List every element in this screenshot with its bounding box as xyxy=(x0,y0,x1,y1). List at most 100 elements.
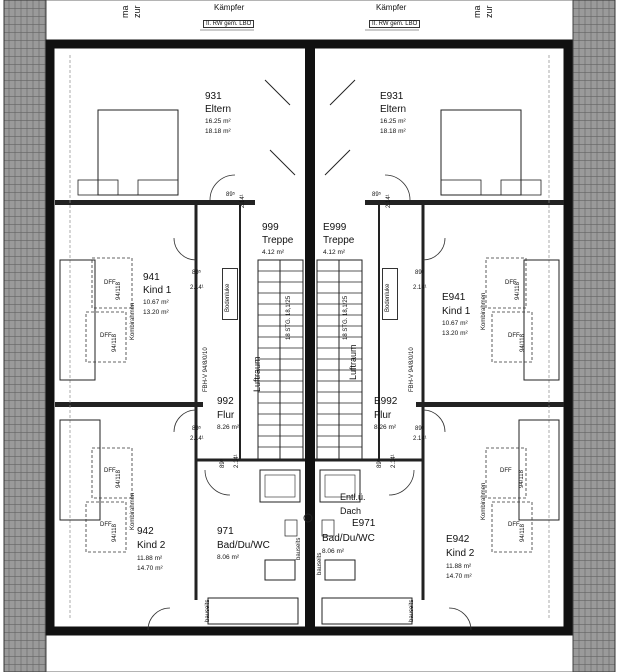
top-right-fragment: ma xyxy=(472,5,482,18)
kombirahmen-label: Kombirahmen xyxy=(130,492,136,530)
dff-label: DFF xyxy=(500,468,512,474)
room-area: 8.06 m² xyxy=(322,548,345,555)
kombirahmen-label: Kombirahmen xyxy=(130,302,136,340)
dff-size: 94/118 xyxy=(519,470,525,488)
dff-label: DFF xyxy=(104,280,116,286)
room-area: 10.67 m² xyxy=(143,299,169,306)
vent-label-line2: Dach xyxy=(340,506,362,516)
room-name: Bad/Du/WC xyxy=(217,540,270,551)
room-area: 16.25 m² xyxy=(380,118,406,125)
room-name: Treppe xyxy=(262,235,294,246)
room-id: E941 xyxy=(442,292,466,303)
kombirahmen-label: Kombirahmen xyxy=(481,292,487,330)
dim-214-d: 2.14¹ xyxy=(413,285,427,291)
room-area: 11.88 m² xyxy=(137,555,163,562)
dff-label: DFF xyxy=(100,522,112,528)
dim-214-c: 2.14¹ xyxy=(190,285,204,291)
dim-214-a: 2.14¹ xyxy=(240,194,246,208)
room-name: Kind 2 xyxy=(446,548,475,559)
dim-214-b: 2.14¹ xyxy=(386,194,392,208)
dff-size: 94/118 xyxy=(112,524,118,542)
dff-size: 94/118 xyxy=(520,524,526,542)
rw-label-left: II. RW gem. LBO xyxy=(203,20,255,28)
kombirahmen-label: Kombirahmen xyxy=(481,482,487,520)
room-name: Treppe xyxy=(323,235,355,246)
dff-size: 94/118 xyxy=(515,282,521,300)
dim-89-b: 89⁵ xyxy=(372,192,382,198)
roof-slope-right xyxy=(572,0,616,672)
room-area-gross: 18.18 m² xyxy=(205,128,231,135)
bauseits-label: bauseits xyxy=(296,537,302,560)
room-name: Kind 1 xyxy=(442,306,471,317)
room-id: E971 xyxy=(352,518,376,529)
room-area-gross: 13.20 m² xyxy=(143,309,169,316)
dff-size: 94/118 xyxy=(116,282,122,300)
dim-214-h: 2.14¹ xyxy=(391,454,397,468)
attic-hatch-right xyxy=(382,268,398,320)
dff-label: DFF xyxy=(508,333,520,339)
room-area-gross: 14.70 m² xyxy=(446,573,472,580)
dim-89-d: 89⁵ xyxy=(415,270,425,276)
room-area: 4.12 m² xyxy=(323,249,346,256)
room-name: Kind 2 xyxy=(137,540,166,551)
room-id: E999 xyxy=(323,222,347,233)
bauseits-label: bauseits xyxy=(317,552,323,575)
dim-89-a: 89⁵ xyxy=(226,192,236,198)
dff-size: 94/118 xyxy=(116,470,122,488)
stair-label-right: 18 STG. 18,1/25 xyxy=(343,295,349,340)
room-area: 11.88 m² xyxy=(446,563,472,570)
room-area: 4.12 m² xyxy=(262,249,285,256)
attic-hatch-label-left: Bodenluke xyxy=(225,283,231,312)
room-area-gross: 13.20 m² xyxy=(442,330,468,337)
room-id: 999 xyxy=(262,222,279,233)
top-left-fragment: ma xyxy=(120,5,130,18)
dim-214-e: 2.14¹ xyxy=(190,436,204,442)
kaempfer-left: Kämpfer xyxy=(214,3,245,12)
room-area: 8.26 m² xyxy=(374,424,397,431)
luftraum-label-right: Luftraum xyxy=(348,344,358,380)
dim-89-h: 89⁵ xyxy=(377,458,383,468)
luftraum-label-left: Luftraum xyxy=(252,356,262,392)
dff-label: DFF xyxy=(508,522,520,528)
room-id: E931 xyxy=(380,91,404,102)
room-id: 971 xyxy=(217,526,234,537)
dim-89-f: 89⁵ xyxy=(415,426,425,432)
dim-89-c: 89⁵ xyxy=(192,270,202,276)
dff-size: 94/118 xyxy=(520,334,526,352)
vent-label-line1: Entl.ü. xyxy=(340,492,366,502)
attic-hatch-label-right: Bodenluke xyxy=(385,283,391,312)
room-area: 8.26 m² xyxy=(217,424,240,431)
party-wall xyxy=(305,44,315,631)
dim-214-g: 2.14¹ xyxy=(234,454,240,468)
room-id: 941 xyxy=(143,272,160,283)
dim-89-g: 89⁵ xyxy=(220,458,226,468)
room-id: 942 xyxy=(137,526,154,537)
room-name: Eltern xyxy=(205,104,232,115)
top-right-fragment-2: zur xyxy=(484,5,494,18)
room-id: 931 xyxy=(205,91,222,102)
rw-label-right: II. RW gem. LBO xyxy=(369,20,421,28)
kaempfer-right: Kämpfer xyxy=(376,3,407,12)
stair-label-left: 18 STG. 18,1/25 xyxy=(286,295,292,340)
dff-label: DFF xyxy=(104,468,116,474)
room-name: Flur xyxy=(217,410,235,421)
dff-size: 94/118 xyxy=(112,334,118,352)
floor-heating-label-left: FBH-V 94/8/0/10 xyxy=(203,347,209,392)
room-area: 16.25 m² xyxy=(205,118,231,125)
bauseits-label: bauseits xyxy=(409,599,415,622)
roof-slope-left xyxy=(3,0,47,672)
room-id: 992 xyxy=(217,396,234,407)
room-area-gross: 14.70 m² xyxy=(137,565,163,572)
dff-label: DFF xyxy=(505,280,517,286)
room-name: Flur xyxy=(374,410,392,421)
room-id: E942 xyxy=(446,534,470,545)
dff-label: DFF xyxy=(100,333,112,339)
room-name: Kind 1 xyxy=(143,285,172,296)
room-area: 8.06 m² xyxy=(217,554,240,561)
dim-89-e: 89⁵ xyxy=(192,426,202,432)
top-left-fragment-2: zur xyxy=(132,5,142,18)
room-name: Bad/Du/WC xyxy=(322,533,375,544)
dim-214-f: 2.14¹ xyxy=(413,436,427,442)
attic-hatch-left xyxy=(222,268,238,320)
